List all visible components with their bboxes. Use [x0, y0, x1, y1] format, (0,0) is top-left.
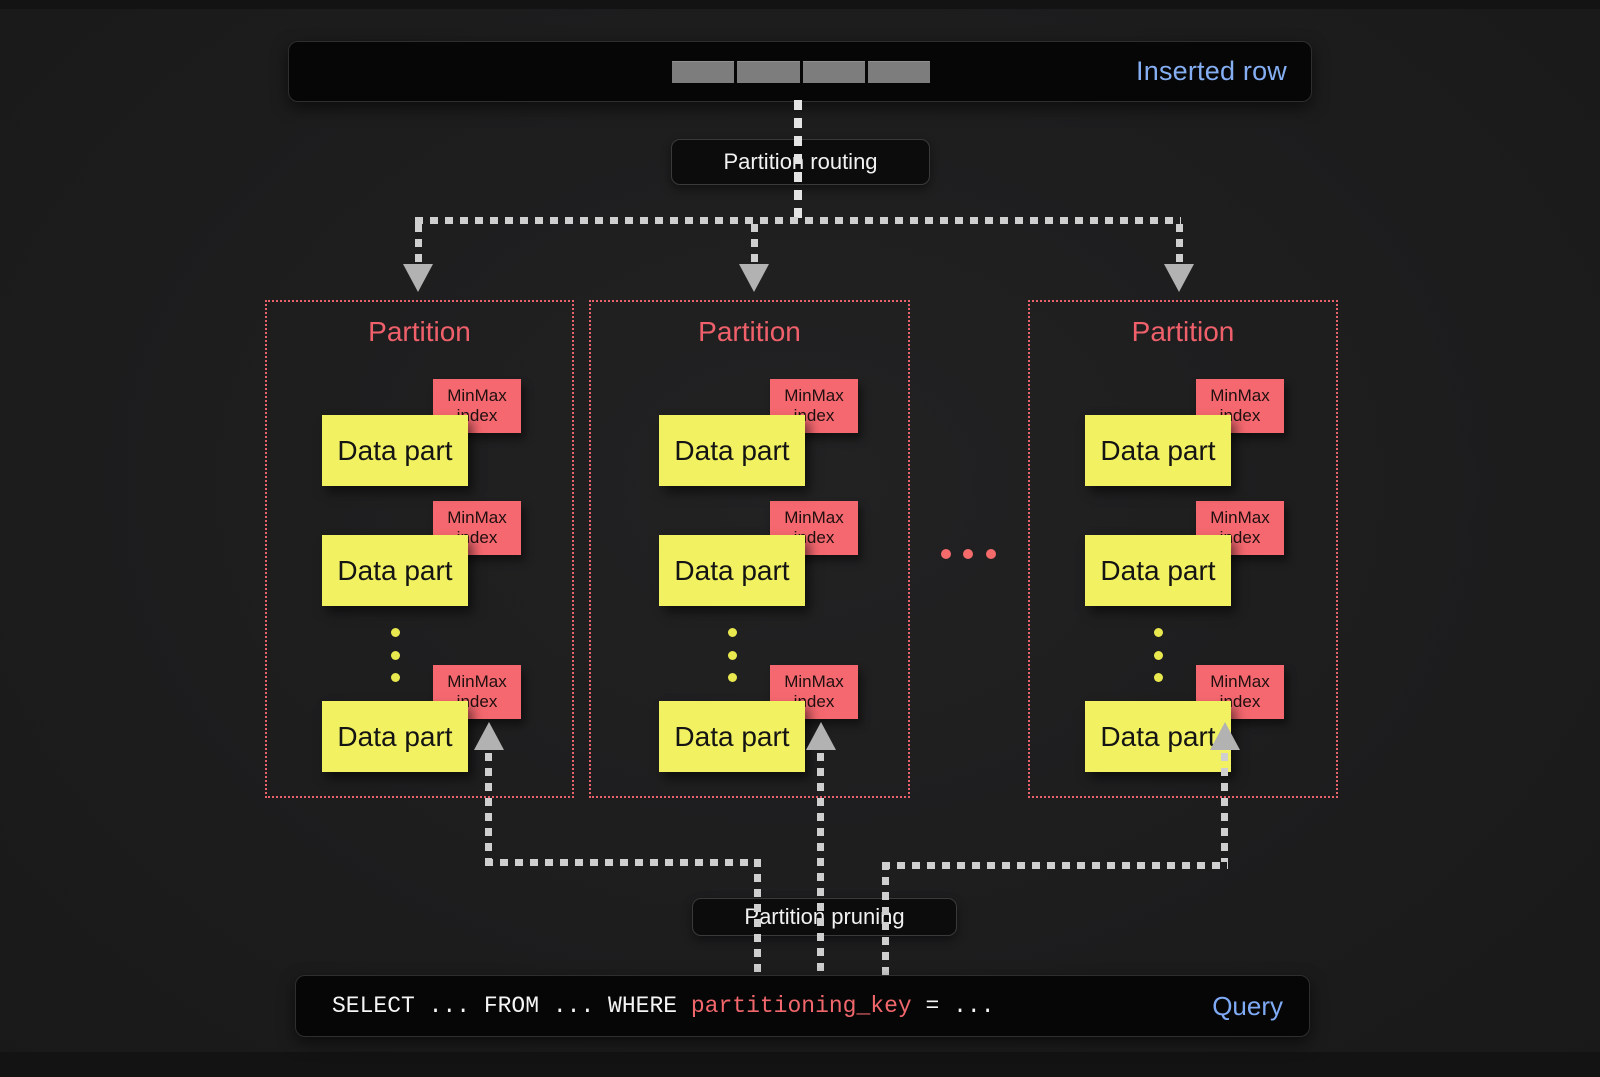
row-segment [672, 61, 735, 83]
top-edge-strip [0, 0, 1600, 9]
inserted-row-box: Inserted row [288, 41, 1312, 102]
arrow-down-icon [1164, 264, 1194, 292]
partition-ellipsis-dot [963, 549, 973, 559]
row-segment [737, 61, 800, 83]
sql-prefix: SELECT ... FROM ... WHERE [332, 993, 691, 1019]
partition-pruning-label: Partition pruning [692, 898, 957, 936]
pruning-line [817, 753, 824, 975]
routing-drop-line [751, 224, 758, 264]
arrow-up-icon [474, 722, 504, 750]
routing-drop-line [415, 224, 422, 264]
partition-ellipsis-dot [941, 549, 951, 559]
data-part: Data part [1085, 535, 1231, 606]
inserted-row-label: Inserted row [1136, 56, 1287, 86]
partition-title: Partition [368, 316, 471, 347]
partition-box-2: Partition MinMax index Data part MinMax … [589, 300, 910, 798]
query-box: SELECT ... FROM ... WHERE partitioning_k… [295, 975, 1310, 1037]
data-part: Data part [322, 701, 468, 772]
minmax-index-tag: MinMax index [433, 379, 521, 433]
vertical-ellipsis-dot [1154, 673, 1163, 682]
pruning-line [1221, 753, 1228, 862]
vertical-ellipsis-dot [391, 673, 400, 682]
arrow-down-icon [739, 264, 769, 292]
data-part: Data part [322, 415, 468, 486]
pruning-line [882, 862, 889, 975]
pruning-line [485, 859, 761, 866]
vertical-ellipsis-dot [728, 651, 737, 660]
arrow-up-icon [1210, 722, 1240, 750]
routing-connector-line [794, 100, 802, 218]
partition-title: Partition [1131, 316, 1235, 347]
routing-distribution-line [415, 217, 1181, 224]
inserted-row-segments [672, 61, 930, 83]
bottom-edge-strip [0, 1052, 1600, 1077]
row-segment [802, 61, 865, 83]
vertical-ellipsis-dot [1154, 628, 1163, 637]
partition-ellipsis-dot [986, 549, 996, 559]
data-part: Data part [1085, 701, 1231, 772]
vertical-ellipsis-dot [728, 628, 737, 637]
partition-box-1: Partition MinMax index Data part MinMax … [265, 300, 574, 798]
arrow-up-icon [806, 722, 836, 750]
data-part: Data part [659, 701, 805, 772]
data-part: Data part [659, 415, 805, 486]
query-label: Query [1212, 990, 1283, 1021]
partition-title: Partition [698, 316, 801, 347]
data-part: Data part [659, 535, 805, 606]
vertical-ellipsis-dot [391, 651, 400, 660]
arrow-down-icon [403, 264, 433, 292]
minmax-index-tag: MinMax index [433, 665, 521, 719]
vertical-ellipsis-dot [1154, 651, 1163, 660]
sql-suffix: = ... [911, 993, 995, 1019]
pruning-line [485, 753, 492, 859]
query-sql-text: SELECT ... FROM ... WHERE partitioning_k… [332, 976, 995, 1036]
routing-drop-line [1176, 224, 1183, 264]
vertical-ellipsis-dot [391, 628, 400, 637]
data-part: Data part [1085, 415, 1231, 486]
minmax-index-tag: MinMax index [1196, 379, 1284, 433]
data-part: Data part [322, 535, 468, 606]
partition-box-3: Partition MinMax index Data part MinMax … [1028, 300, 1338, 798]
vertical-ellipsis-dot [728, 673, 737, 682]
row-segment [867, 61, 930, 83]
sql-partitioning-key: partitioning_key [690, 993, 912, 1019]
pruning-line [882, 862, 1228, 869]
pruning-line [754, 859, 761, 975]
